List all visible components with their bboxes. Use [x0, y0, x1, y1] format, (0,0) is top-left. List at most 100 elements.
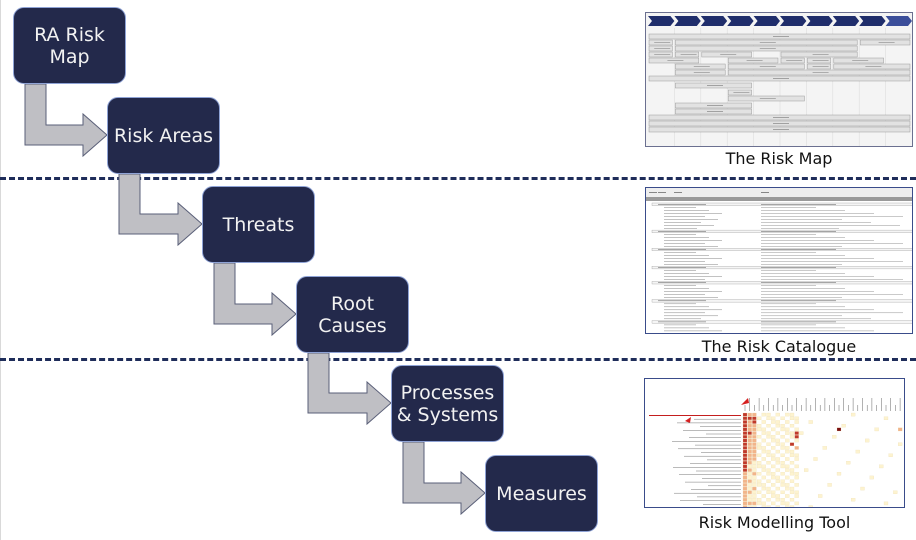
heatmap-cell [761, 494, 766, 498]
heatmap-cell [742, 449, 748, 454]
heatmap-cell [775, 423, 780, 428]
heatmap-cell [883, 416, 889, 421]
heatmap-cell [747, 483, 752, 487]
heatmap-cell [794, 490, 799, 494]
heatmap-cell [789, 490, 795, 494]
heatmap-cell [747, 423, 752, 428]
heatmap-cell [771, 420, 776, 424]
step-risk-areas[interactable]: Risk Areas [107, 97, 220, 174]
heatmap-cell [747, 472, 752, 476]
heatmap-cell [747, 438, 752, 443]
risk-map-thumbnail[interactable] [645, 12, 913, 147]
heatmap-cell [860, 486, 865, 491]
heatmap-cell [747, 457, 752, 461]
step-measures[interactable]: Measures [485, 455, 598, 532]
heatmap-cell [742, 497, 748, 502]
heatmap-cell [742, 416, 748, 421]
heatmap-cell [766, 486, 771, 491]
risk-map-stage-chevron [885, 16, 912, 26]
heatmap-cell [761, 483, 766, 487]
step-ra-risk-map[interactable]: RA Risk Map [13, 7, 126, 84]
risk-map-stage-chevron [753, 16, 780, 26]
heatmap-cell [785, 438, 790, 443]
heatmap-cell [898, 442, 903, 446]
risk-map-stage-chevron [859, 16, 886, 26]
heatmap-cell [780, 453, 785, 457]
pointer-arrow-icon [741, 398, 749, 405]
step-root-causes[interactable]: Root Causes [296, 276, 409, 353]
elbow-arrow-icon [213, 262, 297, 337]
heatmap-cell [785, 475, 790, 480]
heatmap-cell [742, 505, 748, 507]
heatmap-cell [747, 490, 752, 494]
heatmap-cell [752, 431, 757, 435]
step-processes-systems[interactable]: Processes & Systems [391, 365, 504, 442]
heatmap-cell [789, 453, 795, 457]
heatmap-cell [789, 468, 795, 472]
heatmap-cell [756, 446, 762, 450]
heatmap-cell [785, 431, 790, 435]
heatmap-cell [747, 501, 752, 506]
heatmap-cell [761, 486, 766, 491]
heatmap-cell [785, 501, 790, 506]
heatmap-cell [752, 438, 757, 443]
heatmap-cell [799, 431, 804, 435]
heatmap-cell [742, 460, 748, 465]
heatmap-cell [794, 453, 799, 457]
heatmap-cell [785, 464, 790, 469]
heatmap-cell [780, 427, 785, 432]
risk-map-stage-chevron [648, 16, 675, 26]
heatmap-cell [780, 416, 785, 421]
heatmap-cell [771, 457, 776, 461]
heatmap-cell [775, 412, 780, 417]
heatmap-cell [747, 449, 752, 454]
step-threats[interactable]: Threats [202, 186, 315, 263]
heatmap-cell [794, 435, 799, 439]
heatmap-cell [766, 412, 771, 417]
heatmap-cell [771, 416, 776, 421]
heatmap-cell [775, 438, 780, 443]
heatmap-cell [742, 435, 748, 439]
heatmap-cell [747, 446, 752, 450]
heatmap-cell [794, 431, 799, 435]
heatmap-cell [761, 446, 766, 450]
heatmap-cell [780, 497, 785, 502]
heatmap-cell [761, 412, 766, 417]
risk-catalogue-thumbnail[interactable] [645, 187, 913, 334]
heatmap-cell [789, 497, 795, 502]
heatmap-cell [893, 490, 898, 494]
heatmap-cell [780, 460, 785, 465]
heatmap-cell [742, 438, 748, 443]
heatmap-cell [804, 468, 809, 472]
risk-map-caption: The Risk Map [725, 149, 833, 168]
heatmap-cell [747, 505, 752, 507]
heatmap-cell [752, 497, 757, 502]
elbow-arrow-icon [118, 173, 203, 247]
heatmap-cell [780, 423, 785, 428]
heatmap-cell [766, 449, 771, 454]
heatmap-cell [742, 431, 748, 435]
heatmap-cell [742, 490, 748, 494]
risk-map-grid [648, 16, 912, 146]
risk-map-stage-chevron [727, 16, 754, 26]
risk-modelling-caption: Risk Modelling Tool [698, 513, 851, 532]
heatmap-cell [898, 427, 903, 432]
heatmap-cell [832, 435, 837, 439]
heatmap-cell [747, 468, 752, 472]
heatmap-cell [752, 460, 757, 465]
heatmap-cell [780, 501, 785, 506]
heatmap-cell [771, 446, 776, 450]
heatmap-cell [742, 442, 748, 446]
risk-modelling-thumbnail[interactable] [644, 378, 905, 508]
heatmap-cell [869, 475, 874, 480]
heatmap-cell [752, 420, 757, 424]
heatmap-cell [766, 497, 771, 502]
heatmap-cell [771, 435, 776, 439]
heatmap-cell [785, 483, 790, 487]
heatmap-cell [785, 505, 790, 507]
heatmap-cell [761, 457, 766, 461]
pointer-arrow-icon [685, 417, 691, 423]
heatmap-cell [742, 475, 748, 480]
elbow-arrow-icon [402, 441, 486, 516]
heatmap-cell [789, 505, 795, 507]
